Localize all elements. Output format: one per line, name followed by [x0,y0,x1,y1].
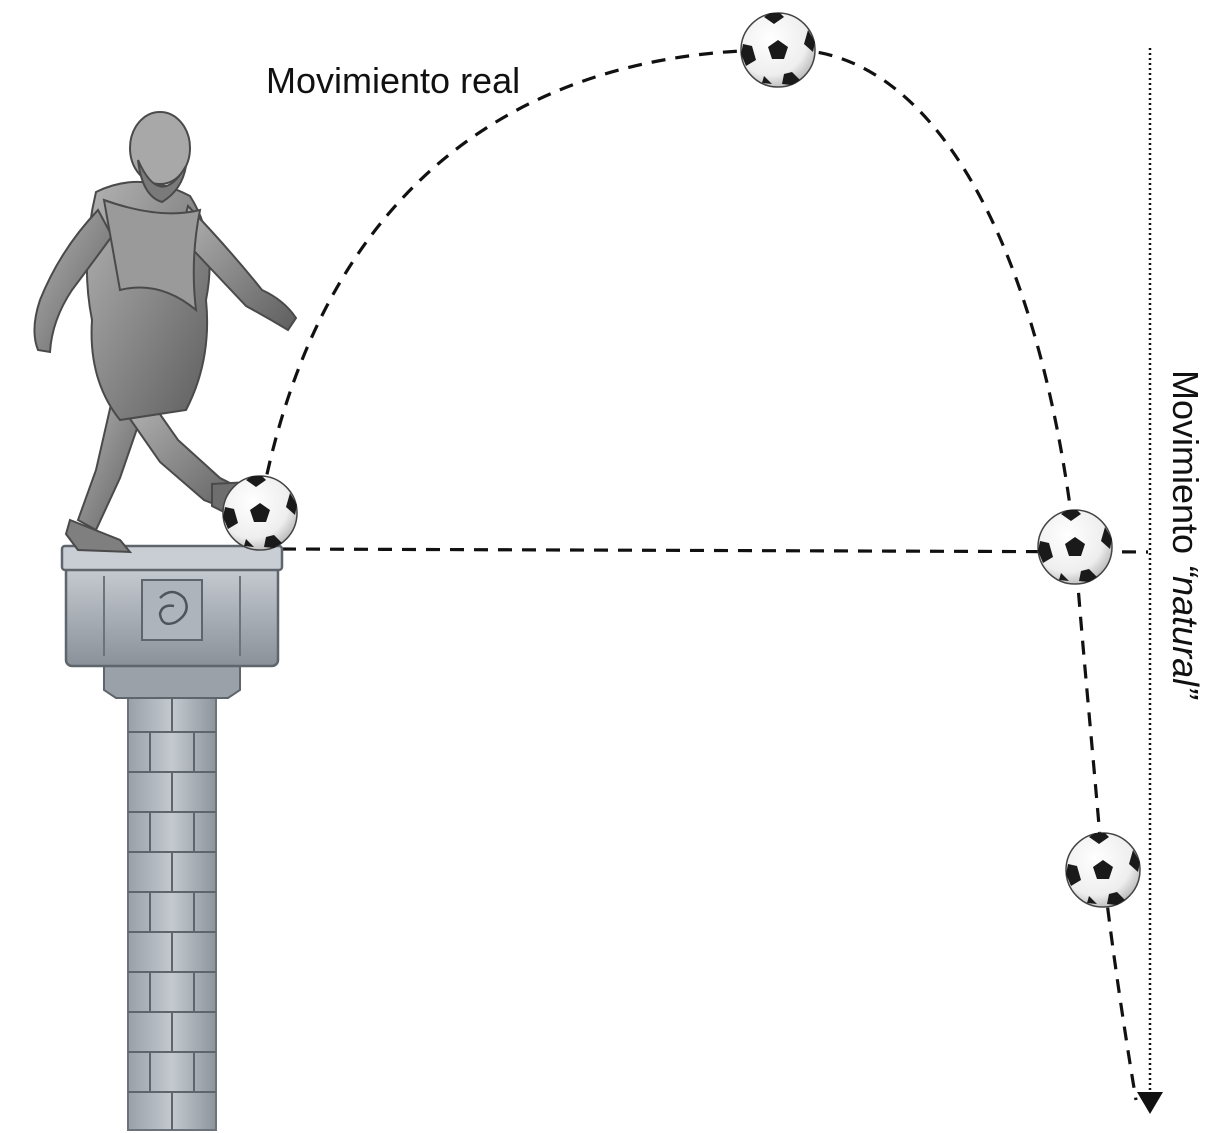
natural-motion-arrow [1137,48,1163,1114]
real-trajectory [260,48,1138,1101]
soccer-ball-icon [222,475,298,551]
soccer-ball-icon [1037,509,1113,585]
natural-motion-emph: “natural” [1165,564,1206,699]
natural-motion-label: Movimiento “natural” [1164,370,1206,698]
stone-column [60,544,284,1131]
arrowhead-icon [1137,1092,1163,1114]
soccer-ball-icon [740,12,816,88]
real-motion-label: Movimiento real [266,60,521,101]
horizontal-reference-line [281,547,1149,554]
soccer-ball-icon [1065,832,1141,908]
natural-motion-prefix: Movimiento [1165,370,1206,565]
